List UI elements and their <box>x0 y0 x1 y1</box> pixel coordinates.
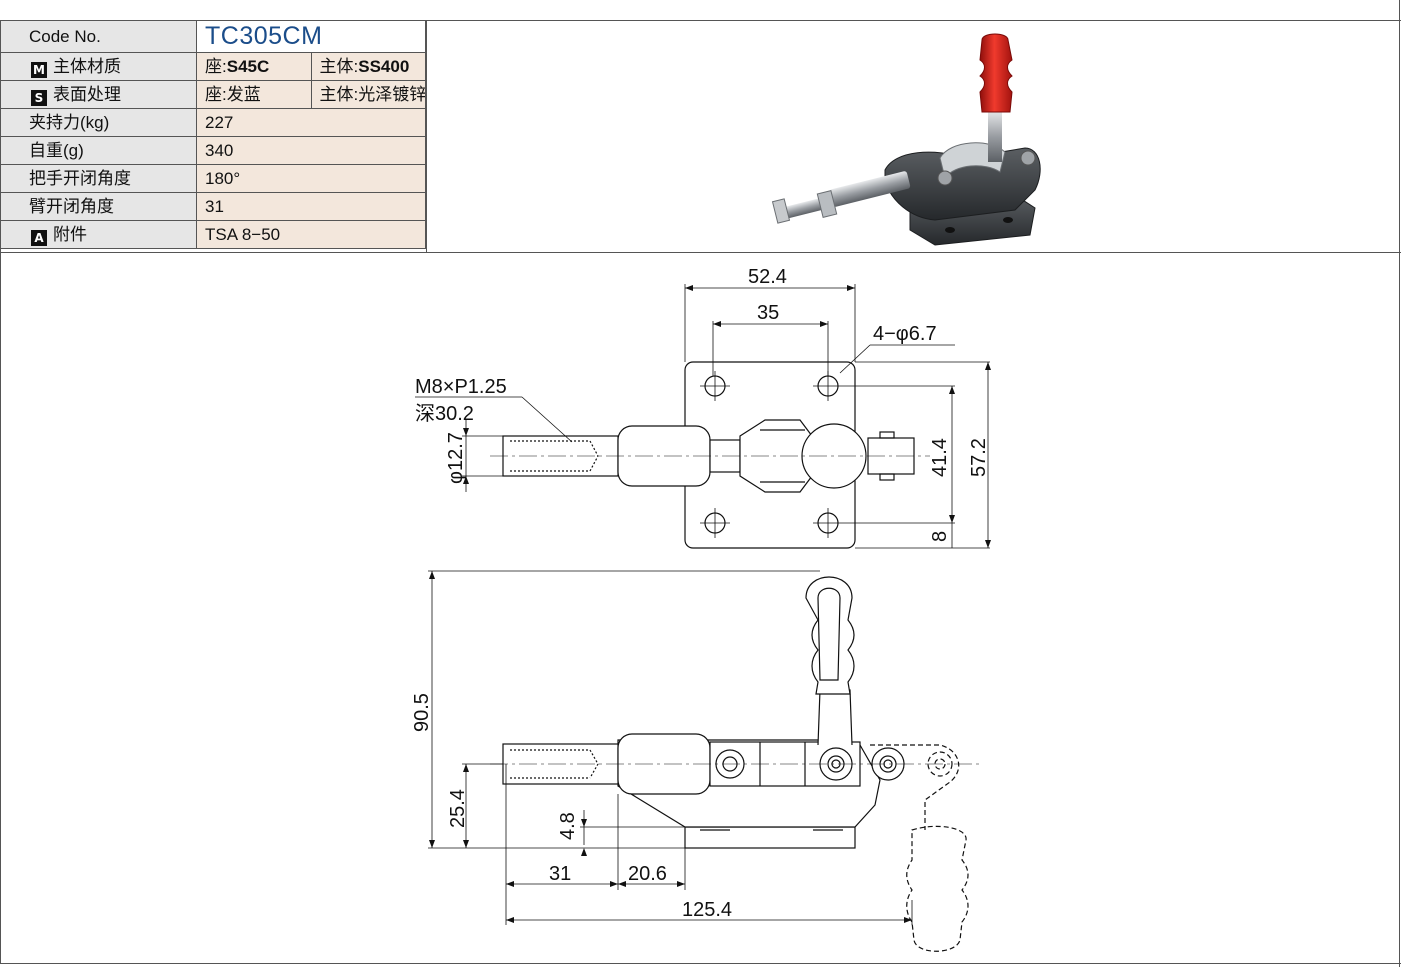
material-label-cell: M 主体材质 <box>0 52 197 81</box>
code-row: Code No. TC305CM <box>0 20 426 53</box>
dim-thread-depth-label: 深30.2 <box>415 402 474 425</box>
photo-base-hole <box>945 227 955 233</box>
surface-label: 表面处理 <box>53 85 121 104</box>
frame-right-line <box>1399 0 1400 967</box>
section-divider <box>0 252 1401 253</box>
side-handle-grip <box>805 576 855 695</box>
accessory-label: 附件 <box>53 225 87 244</box>
arm-angle-value: 31 <box>196 192 426 221</box>
spec-table: Code No. TC305CM M 主体材质 座:S45C 主体:SS400 S… <box>0 20 426 249</box>
arm-angle-row: 臂开闭角度 31 <box>0 192 426 221</box>
clamp-force-value: 227 <box>196 108 426 137</box>
dim-width-label: 52.4 <box>748 266 787 288</box>
dim-height-label: 57.2 <box>968 438 990 477</box>
frame-left-line <box>0 20 1 964</box>
photo-nut <box>816 190 838 218</box>
clamp-force-label: 夹持力(kg) <box>0 108 197 137</box>
material-row: M 主体材质 座:S45C 主体:SS400 <box>0 52 426 81</box>
code-label: Code No. <box>0 20 197 53</box>
photo-handle-grip <box>979 33 1013 113</box>
code-value: TC305CM <box>196 20 426 53</box>
dim-base-thickness-label: 4.8 <box>557 812 579 840</box>
dim-thread-label: M8×P1.25 <box>415 376 507 398</box>
photo-frame-divider <box>426 20 427 253</box>
dim-hole-vertical-label: 41.4 <box>929 438 951 477</box>
technical-drawing: 52.4 35 4−φ6.7 M8×P1.25 深30.2 φ12.7 41.4… <box>411 266 991 952</box>
dim-axis-height-label: 25.4 <box>447 789 469 828</box>
material-base-prefix: 座: <box>205 57 227 76</box>
product-photo <box>771 33 1041 246</box>
handle-angle-label: 把手开闭角度 <box>0 164 197 193</box>
accessory-value: TSA 8−50 <box>196 220 426 249</box>
handle-angle-row: 把手开闭角度 180° <box>0 164 426 193</box>
weight-value: 340 <box>196 136 426 165</box>
photo-pivot <box>1020 150 1036 166</box>
material-body-cell: 主体:SS400 <box>310 52 426 81</box>
frame-top-line <box>0 20 1401 21</box>
dim-total-len-label: 125.4 <box>682 899 732 921</box>
dim-offset-label: 20.6 <box>628 863 667 885</box>
material-tag-icon: M <box>31 62 47 78</box>
surface-label-cell: S 表面处理 <box>0 80 197 109</box>
material-body-prefix: 主体: <box>319 57 359 76</box>
material-label: 主体材质 <box>53 57 121 76</box>
handle-angle-value: 180° <box>196 164 426 193</box>
accessory-label-cell: A 附件 <box>0 220 197 249</box>
arm-angle-label: 臂开闭角度 <box>0 192 197 221</box>
surface-base: 座:发蓝 <box>196 80 312 109</box>
photo-handle-stem <box>988 110 1002 162</box>
accessory-tag-icon: A <box>31 230 47 246</box>
dim-plunger-len-label: 31 <box>549 863 571 885</box>
dim-edge-label: 8 <box>929 531 951 542</box>
dim-plunger-dia-label: φ12.7 <box>445 432 467 484</box>
weight-label: 自重(g) <box>0 136 197 165</box>
surface-tag-icon: S <box>31 90 47 106</box>
material-body-value: SS400 <box>358 57 410 76</box>
photo-pivot <box>937 170 953 186</box>
surface-row: S 表面处理 座:发蓝 主体:光泽镀锌 <box>0 80 426 109</box>
dim-hole-spacing-label: 35 <box>757 302 779 324</box>
accessory-row: A 附件 TSA 8−50 <box>0 220 426 249</box>
material-base-value: S45C <box>226 57 270 76</box>
clamp-force-row: 夹持力(kg) 227 <box>0 108 426 137</box>
dim-holes-label: 4−φ6.7 <box>873 323 937 345</box>
surface-body: 主体:光泽镀锌 <box>310 80 426 109</box>
side-handle-phantom <box>870 744 960 830</box>
photo-plunger-rod <box>829 171 911 207</box>
side-handle-stem <box>817 689 853 746</box>
weight-row: 自重(g) 340 <box>0 136 426 165</box>
photo-base-hole <box>1003 217 1013 223</box>
frame-bottom-line <box>0 963 1401 964</box>
dim-total-height-label: 90.5 <box>411 693 433 732</box>
material-base-cell: 座:S45C <box>196 52 312 81</box>
photo-bolt-head <box>771 198 791 224</box>
